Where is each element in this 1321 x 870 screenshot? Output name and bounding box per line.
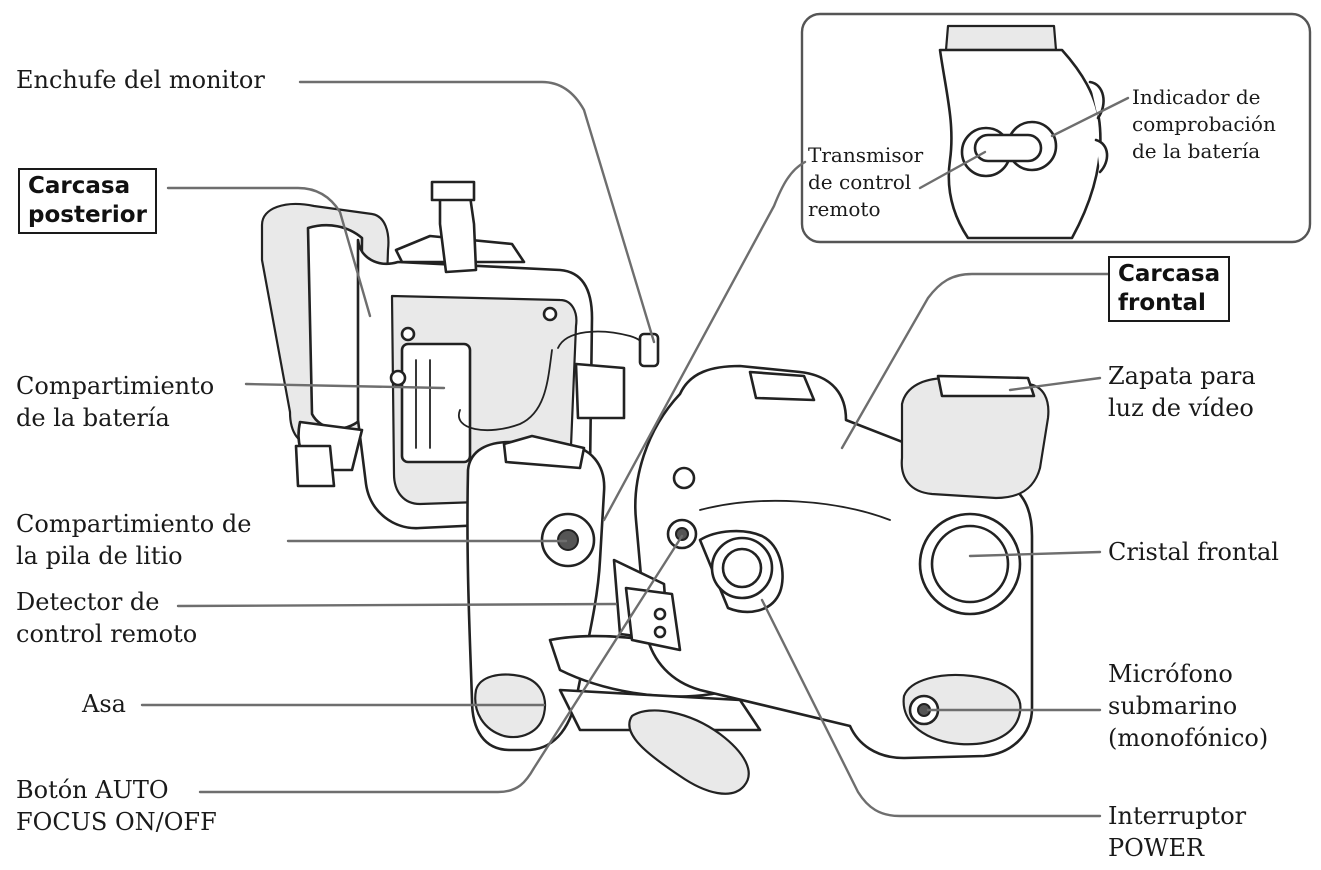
label-battery-line2: de la batería <box>16 404 170 432</box>
label-lithium-compartment: Compartimiento de la pila de litio <box>16 508 251 572</box>
label-lithium-line2: la pila de litio <box>16 542 183 570</box>
leader-lines <box>140 80 1110 818</box>
label-battery-indicator: Indicador de comprobación de la batería <box>1132 84 1276 165</box>
label-microphone-line3: (monofónico) <box>1108 724 1269 752</box>
leader-battery <box>244 382 446 390</box>
label-transmitter-line2: de control <box>808 170 912 194</box>
label-microphone: Micrófono submarino (monofónico) <box>1108 658 1268 754</box>
label-battery-indicator-line1: Indicador de <box>1132 85 1261 109</box>
handle-icon <box>466 434 762 795</box>
label-power-line1: Interruptor <box>1108 802 1247 830</box>
front-housing-icon <box>612 364 1050 760</box>
label-power-line2: POWER <box>1108 834 1205 862</box>
label-rear-housing-line2: posterior <box>28 202 147 228</box>
label-battery-indicator-line3: de la batería <box>1132 139 1261 163</box>
label-handle: Asa <box>82 690 126 718</box>
leader-transmitter <box>602 160 807 522</box>
leader-autofocus <box>198 534 684 794</box>
label-autofocus-line2: FOCUS ON/OFF <box>16 808 217 836</box>
label-autofocus-line1: Botón AUTO <box>16 776 169 804</box>
label-rear-housing: Carcasa posterior <box>18 168 157 234</box>
label-front-housing-line1: Carcasa <box>1118 261 1221 287</box>
leader-power <box>760 598 1102 818</box>
leader-remote-detector <box>176 602 618 608</box>
label-battery-line1: Compartimiento <box>16 372 215 400</box>
label-front-glass: Cristal frontal <box>1108 538 1279 566</box>
label-remote-detector-line2: control remoto <box>16 620 198 648</box>
label-battery-indicator-line2: comprobación <box>1132 112 1276 136</box>
label-lithium-line1: Compartimiento de <box>16 510 252 538</box>
label-transmitter: Transmisor de control remoto <box>808 142 923 223</box>
label-remote-detector: Detector de control remoto <box>16 586 197 650</box>
label-front-housing: Carcasa frontal <box>1108 256 1231 322</box>
leader-rear-housing <box>166 186 372 318</box>
label-microphone-line2: submarino <box>1108 692 1238 720</box>
label-microphone-line1: Micrófono <box>1108 660 1233 688</box>
label-autofocus-button: Botón AUTO FOCUS ON/OFF <box>16 774 217 838</box>
label-video-light-shoe: Zapata para luz de vídeo <box>1108 360 1256 424</box>
label-monitor-jack: Enchufe del monitor <box>16 66 265 94</box>
leader-video-shoe <box>1008 376 1102 392</box>
label-front-housing-line2: frontal <box>1118 290 1206 316</box>
label-rear-housing-line1: Carcasa <box>28 173 131 199</box>
leader-front-glass <box>968 550 1102 558</box>
label-transmitter-line3: remoto <box>808 197 881 221</box>
label-video-shoe-line2: luz de vídeo <box>1108 394 1254 422</box>
label-video-shoe-line1: Zapata para <box>1108 362 1256 390</box>
label-battery-compartment: Compartimiento de la batería <box>16 370 214 434</box>
label-transmitter-line1: Transmisor <box>808 143 924 167</box>
label-power-switch: Interruptor POWER <box>1108 800 1246 864</box>
leader-front-housing <box>840 272 1110 450</box>
label-remote-detector-line1: Detector de <box>16 588 160 616</box>
grip-detail-icon <box>938 24 1109 240</box>
inset-panel <box>800 12 1312 244</box>
leader-monitor-jack <box>298 80 656 344</box>
